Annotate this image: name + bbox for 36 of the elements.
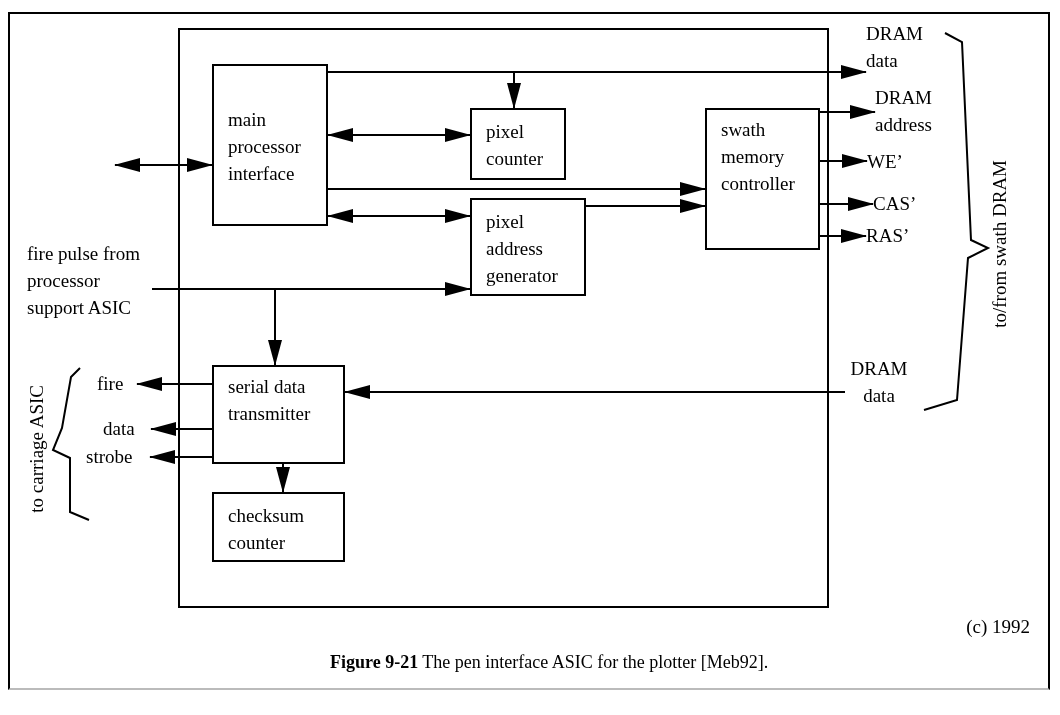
block-box: serial data transmitter bbox=[212, 365, 345, 464]
block-box: swath memory controller bbox=[705, 108, 820, 250]
signal-label: data bbox=[103, 415, 151, 443]
arrow bbox=[276, 463, 290, 493]
arrow bbox=[136, 377, 213, 391]
signal-label: strobe bbox=[86, 443, 150, 471]
arrow bbox=[819, 154, 868, 168]
arrow bbox=[149, 450, 213, 464]
signal-label: fire bbox=[97, 370, 137, 398]
block-box: main processor interface bbox=[212, 64, 328, 226]
block-box: checksum counter bbox=[212, 492, 345, 562]
copyright-note: (c) 1992 bbox=[966, 615, 1030, 639]
arrow bbox=[114, 158, 213, 172]
arrow bbox=[344, 385, 846, 399]
figure-caption: Figure 9-21 The pen interface ASIC for the plotter [Meb92]. bbox=[330, 651, 769, 674]
signal-label: fire pulse from processor support ASIC bbox=[27, 240, 152, 352]
signal-label: WE’ bbox=[867, 148, 907, 176]
arrow bbox=[327, 128, 471, 142]
arrow bbox=[150, 422, 213, 436]
signal-label: RAS’ bbox=[866, 222, 918, 250]
arrow bbox=[327, 182, 706, 196]
arrow bbox=[585, 199, 706, 213]
arrow bbox=[327, 71, 521, 109]
group-label: to carriage ASIC bbox=[25, 385, 48, 513]
signal-label: DRAM address bbox=[875, 84, 967, 140]
asic-chip-box bbox=[178, 28, 829, 608]
signal-label: CAS’ bbox=[873, 190, 923, 218]
arrow bbox=[819, 105, 876, 119]
arrow bbox=[819, 229, 867, 243]
arrow bbox=[327, 209, 471, 223]
block-box: pixel counter bbox=[470, 108, 566, 180]
signal-label: DRAM data bbox=[845, 355, 913, 411]
arrow bbox=[819, 197, 874, 211]
signal-label: DRAM data bbox=[866, 20, 930, 76]
block-box: pixel address generator bbox=[470, 198, 586, 296]
group-label: to/from swath DRAM bbox=[988, 160, 1011, 328]
